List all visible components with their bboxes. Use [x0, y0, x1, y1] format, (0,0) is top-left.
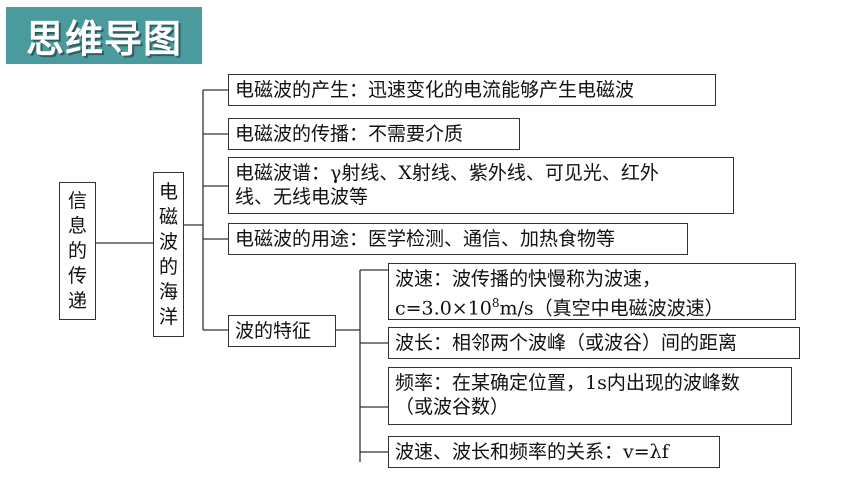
wave-speed-exponent: 8	[491, 296, 500, 310]
branch-propagation-text: 电磁波的传播：不需要介质	[235, 123, 464, 145]
topic-char: 的	[158, 255, 178, 278]
branch-generation-text: 电磁波的产生：迅速变化的电流能够产生电磁波	[235, 79, 635, 101]
wave-speed-value: c=3.0×10	[395, 297, 492, 320]
feature-relation-text: 波速、波长和频率的关系：v=λf	[395, 441, 669, 463]
page-title: 思维导图	[25, 17, 182, 61]
feature-frequency: 频率：在某确定位置，1s内出现的波峰数 （或波谷数）	[388, 367, 792, 425]
feature-frequency-line2: （或波谷数）	[395, 396, 510, 418]
feature-frequency-line1: 频率：在某确定位置，1s内出现的波峰数	[395, 372, 740, 394]
wave-speed-unit: m/s（真空中电磁波波速）	[499, 297, 724, 320]
topic-node: 电 磁 波 的 海 洋	[153, 172, 184, 337]
branch-propagation: 电磁波的传播：不需要介质	[228, 118, 520, 150]
branch-wave-features-text: 波的特征	[235, 320, 312, 342]
branch-spectrum-line1: 电磁波谱：γ射线、X射线、紫外线、可见光、红外	[235, 162, 659, 184]
topic-char: 波	[158, 230, 178, 253]
feature-wavelength: 波长：相邻两个波峰（或波谷）间的距离	[388, 327, 800, 359]
branch-uses: 电磁波的用途：医学检测、通信、加热食物等	[228, 223, 688, 255]
topic-char: 洋	[158, 305, 178, 328]
feature-wavelength-text: 波长：相邻两个波峰（或波谷）间的距离	[395, 332, 738, 354]
root-char: 的	[67, 239, 87, 262]
feature-wave-speed-line2: c=3.0×108m/s（真空中电磁波波速）	[395, 291, 789, 320]
branch-spectrum: 电磁波谱：γ射线、X射线、紫外线、可见光、红外 线、无线电波等	[228, 157, 734, 214]
branch-uses-text: 电磁波的用途：医学检测、通信、加热食物等	[235, 228, 616, 250]
page-title-banner: 思维导图	[6, 7, 202, 64]
topic-char: 磁	[158, 205, 178, 228]
feature-wave-speed: 波速：波传播的快慢称为波速， c=3.0×108m/s（真空中电磁波波速）	[388, 263, 796, 320]
branch-spectrum-line2: 线、无线电波等	[235, 186, 369, 208]
root-node: 信 息 的 传 递	[59, 182, 96, 320]
branch-wave-features: 波的特征	[228, 315, 336, 347]
root-char: 息	[67, 214, 87, 237]
root-char: 递	[67, 289, 87, 312]
feature-relation: 波速、波长和频率的关系：v=λf	[388, 436, 720, 468]
topic-char: 电	[158, 180, 178, 203]
branch-generation: 电磁波的产生：迅速变化的电流能够产生电磁波	[228, 74, 716, 106]
feature-wave-speed-line1: 波速：波传播的快慢称为波速，	[395, 268, 662, 290]
root-char: 传	[67, 264, 87, 287]
topic-char: 海	[158, 280, 178, 303]
root-char: 信	[67, 189, 87, 212]
